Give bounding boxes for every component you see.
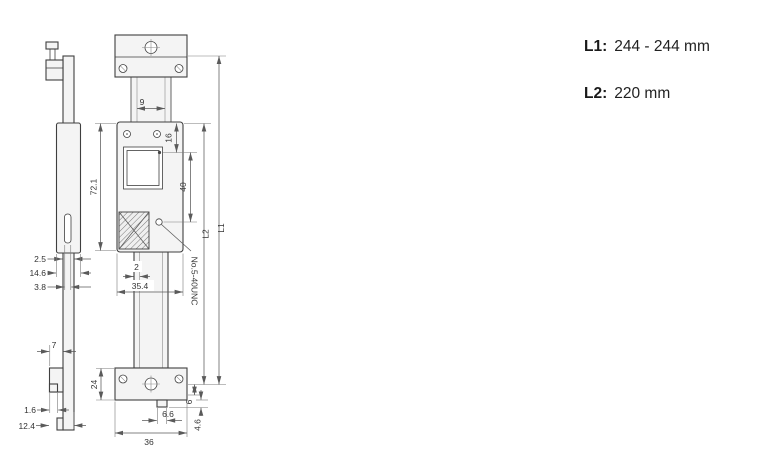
dim-l2-label: L2 <box>201 229 211 239</box>
dim-16-label: 16 <box>164 133 174 143</box>
spec-panel: L1: 244 - 244 mm L2: 220 mm <box>584 38 710 132</box>
dim-40-label: 40 <box>178 182 188 192</box>
dimensions: 9 16 40 72.1 <box>18 55 226 447</box>
dim-beam-thickness: 2.5 <box>34 254 91 264</box>
side-top-tab <box>45 41 59 50</box>
dim-head-thickness: 14.6 <box>29 254 91 278</box>
dim-foot-depth: 12.4 <box>18 412 86 431</box>
dim-slot-width: 3.8 <box>34 245 91 292</box>
dim-bracket-height: 24 <box>89 368 114 401</box>
dim-2-label: 2 <box>134 262 139 272</box>
dim-top-width-label: 9 <box>140 97 145 107</box>
side-head <box>55 122 82 254</box>
spec-l2-value: 220 mm <box>614 85 671 102</box>
dim-36-label: 36 <box>144 437 154 447</box>
dim-6-6-label: 6.6 <box>162 409 174 419</box>
dim-l2: L2 <box>201 123 211 385</box>
side-view <box>45 41 82 431</box>
dim-12-4-label: 12.4 <box>18 421 35 431</box>
threaded-hole <box>155 218 163 226</box>
thread-spec-label: No.5-40UNC <box>190 257 200 306</box>
side-slot <box>64 213 72 244</box>
dim-7-label: 7 <box>52 340 57 350</box>
dim-body-width: 35.4 <box>116 253 184 296</box>
dim-display-to-hole: 40 <box>163 152 197 223</box>
dim-bracket-width: 36 <box>114 401 188 447</box>
display-window <box>123 146 163 190</box>
dim-thread-callout: No.5-40UNC <box>161 224 200 306</box>
dim-foot-width: 7 <box>37 340 76 366</box>
spec-l1-value: 244 - 244 mm <box>614 38 710 55</box>
dim-l1-label: L1 <box>216 223 226 233</box>
dim-4-6-label: 4.6 <box>193 419 203 431</box>
spec-l1-row: L1: 244 - 244 mm <box>584 38 710 56</box>
side-clamp <box>45 59 64 81</box>
dim-1-6-label: 1.6 <box>24 405 36 415</box>
side-bottom-hook <box>56 417 64 431</box>
dim-14-6-label: 14.6 <box>29 268 46 278</box>
display-lcd <box>126 150 160 186</box>
dim-35-4-label: 35.4 <box>132 281 149 291</box>
dim-foot-step: 1.6 <box>24 393 69 415</box>
spec-l2-row: L2: 220 mm <box>584 85 710 103</box>
reference-point <box>157 150 162 155</box>
dim-body-height: 72.1 <box>89 123 116 251</box>
bottom-tab <box>156 399 168 408</box>
spec-l1-label: L1: <box>584 38 608 55</box>
neck <box>131 77 171 122</box>
front-view <box>114 34 188 408</box>
dim-l1: L1 <box>188 55 226 385</box>
spec-l2-label: L2: <box>584 85 608 102</box>
dim-24-label: 24 <box>89 380 99 390</box>
dim-72-label: 72.1 <box>89 178 99 195</box>
dim-6-label: 6 <box>184 399 194 404</box>
dim-beam-offset: 2 <box>123 261 150 279</box>
dim-top-width: 9 <box>136 97 166 111</box>
dim-2-5-label: 2.5 <box>34 254 46 264</box>
dim-tab-width: 6.6 <box>142 408 182 424</box>
dim-3-8-label: 3.8 <box>34 282 46 292</box>
side-foot-step <box>48 383 59 393</box>
dim-tab-height: 4.6 <box>169 390 208 431</box>
